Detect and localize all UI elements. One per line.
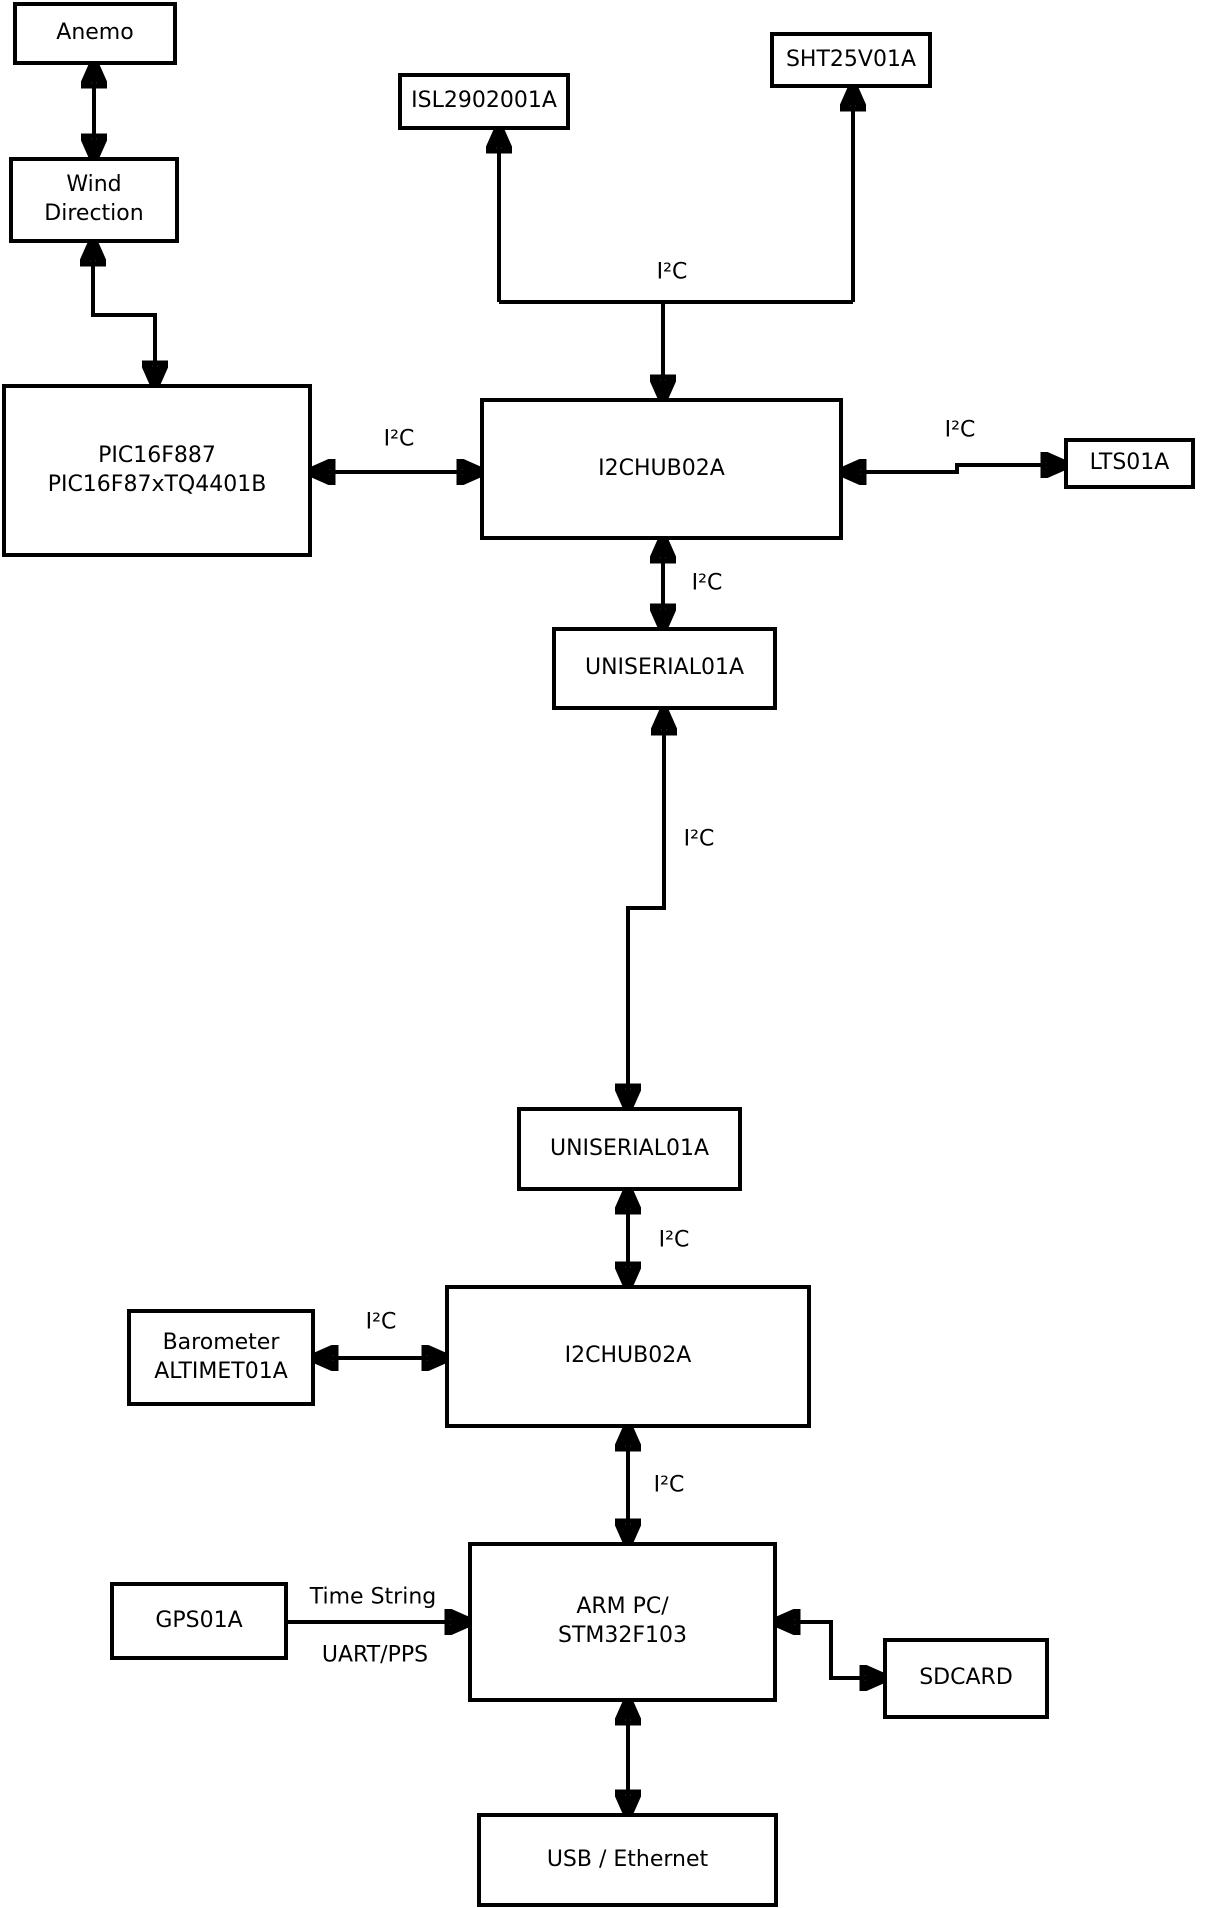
edge-label-i2c-hub2-arm: I²C	[653, 1472, 685, 1498]
connector-arm-pc-sdcard	[777, 1622, 883, 1678]
connector-i2chub02a-1-lts01a	[843, 465, 1064, 472]
node-wind-direction: Wind Direction	[9, 157, 179, 243]
node-usb-ethernet: USB / Ethernet	[477, 1813, 778, 1907]
edge-label-i2c-bus: I²C	[656, 259, 688, 285]
edge-label-i2c-hub1-lts: I²C	[944, 417, 976, 443]
node-barometer-altimet01a: Barometer ALTIMET01A	[127, 1309, 315, 1406]
edge-label-i2c-baro-hub2: I²C	[365, 1309, 397, 1335]
node-sht25v01a: SHT25V01A	[770, 32, 932, 88]
edge-label-i2c-uni2-hub2: I²C	[658, 1227, 690, 1253]
node-gps01a: GPS01A	[110, 1582, 288, 1660]
node-isl2902001a: ISL2902001A	[398, 73, 570, 130]
node-sdcard: SDCARD	[883, 1638, 1049, 1719]
connector-uniserial01a-1-uniserial01a-2	[628, 712, 664, 1107]
node-lts01a: LTS01A	[1064, 438, 1195, 489]
node-i2chub02a-1: I2CHUB02A	[480, 398, 843, 540]
edge-label-i2c-hub1-uni1: I²C	[691, 570, 723, 596]
edge-label-uart-pps: UART/PPS	[321, 1642, 429, 1668]
node-uniserial01a-1: UNISERIAL01A	[552, 627, 777, 710]
edge-label-i2c-pic-hub1: I²C	[383, 426, 415, 452]
edge-label-i2c-uni1-uni2: I²C	[683, 826, 715, 852]
node-pic16f887: PIC16F887 PIC16F87xTQ4401B	[2, 384, 312, 557]
edge-label-time-string: Time String	[309, 1584, 437, 1610]
node-uniserial01a-2: UNISERIAL01A	[517, 1107, 742, 1191]
node-arm-pc-stm32f103: ARM PC/ STM32F103	[468, 1542, 777, 1702]
node-i2chub02a-2: I2CHUB02A	[445, 1285, 811, 1428]
node-anemo: Anemo	[13, 2, 177, 65]
connector-wind-direction-pic16f887	[93, 243, 155, 384]
